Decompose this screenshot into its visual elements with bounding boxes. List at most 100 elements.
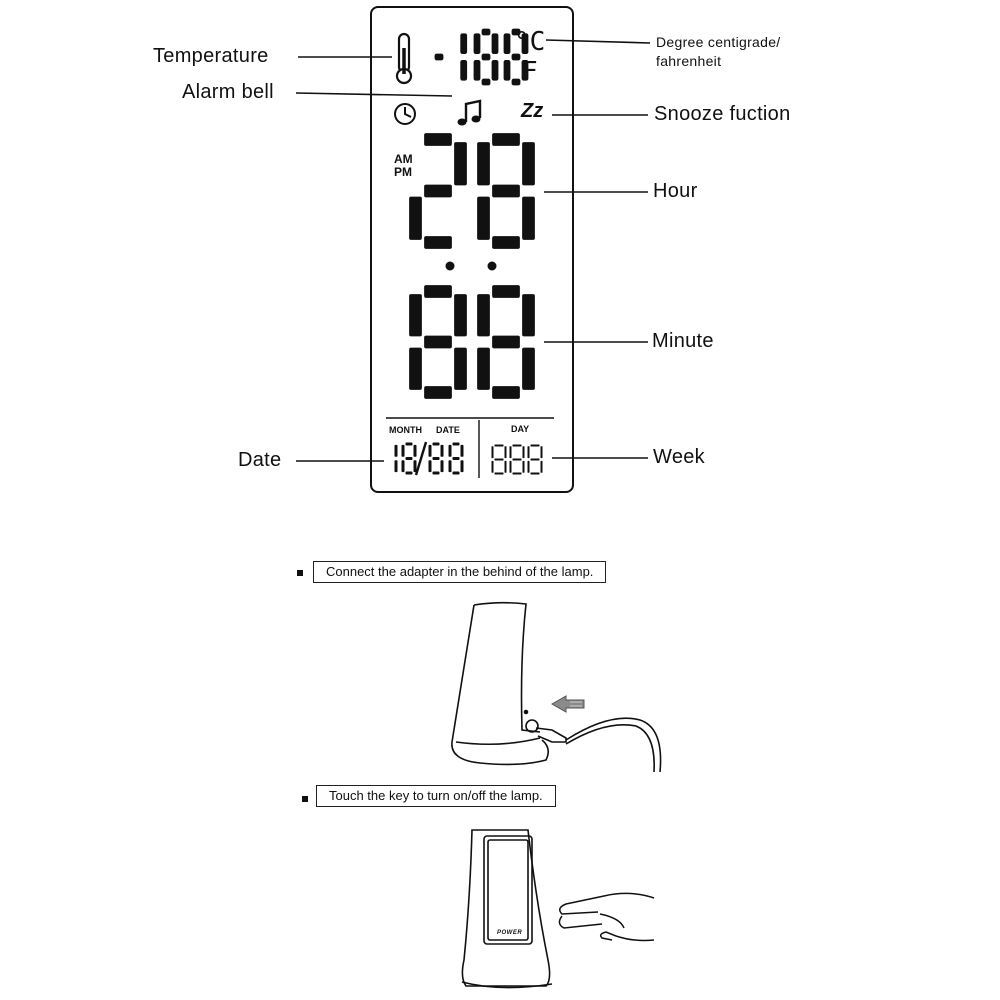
segment-d: [511, 471, 523, 476]
segment-b: [503, 445, 508, 460]
date-label: DATE: [436, 425, 460, 435]
arrow-left-icon: [550, 695, 585, 713]
segment-f: [474, 291, 493, 339]
segment-f: [400, 443, 406, 458]
segment-d: [421, 233, 455, 252]
segment-b: [539, 445, 544, 460]
segment-g: [529, 457, 541, 462]
hour-digits: [406, 130, 538, 252]
segment-e: [406, 194, 425, 243]
segment-e: [400, 459, 406, 474]
leader-degree: [545, 39, 651, 44]
segment-c: [459, 58, 469, 82]
segment-c: [521, 459, 526, 474]
callout-minute: Minute: [652, 330, 714, 352]
lcd-display-frame: [370, 6, 574, 493]
segment-b: [393, 443, 399, 458]
callout-hour: Hour: [653, 180, 698, 202]
segment-e: [502, 58, 512, 82]
segment-b: [451, 139, 470, 188]
segment-g: [510, 52, 522, 62]
segment-e: [447, 459, 453, 474]
segment-f: [427, 443, 433, 458]
segment-e: [406, 345, 425, 393]
leader-alarm-bell: [295, 92, 453, 97]
unit-celsius: °C: [514, 27, 546, 57]
segment-d: [529, 471, 541, 476]
callout-date: Date: [238, 449, 282, 471]
segment-d: [510, 77, 522, 87]
segment-g: [421, 333, 455, 351]
segment-c: [459, 459, 465, 474]
segment-f: [490, 445, 495, 460]
lamp-touch-illustration: [461, 829, 553, 989]
callout-degree: Degree centigrade/ fahrenheit: [656, 33, 780, 71]
segment-d: [421, 383, 455, 402]
segment-g: [511, 457, 523, 462]
segment-f: [447, 443, 453, 458]
week-digits: [490, 443, 544, 476]
segment-b: [439, 443, 445, 458]
segment-a: [510, 27, 522, 37]
segment-e: [526, 459, 531, 474]
segment-f: [472, 32, 482, 56]
temperature-reading-digits: [433, 27, 530, 87]
segment-d: [493, 471, 505, 476]
segment-b: [519, 291, 538, 339]
thermometer-icon: [395, 32, 413, 85]
segment-f: [508, 445, 513, 460]
segment-d: [431, 470, 441, 476]
step-bullet-2: [302, 796, 308, 802]
segment-c: [412, 459, 418, 474]
step-connect-adapter: Connect the adapter in the behind of the…: [313, 561, 607, 583]
segment-e: [427, 459, 433, 474]
segment-f: [406, 291, 425, 339]
segment-b: [459, 32, 469, 56]
date-digits: [393, 441, 465, 476]
segment-b: [520, 32, 530, 56]
segment-b: [521, 445, 526, 460]
segment-g: [451, 456, 461, 461]
segment-a: [489, 130, 523, 149]
pm-indicator: PM: [394, 165, 412, 179]
segment-b: [412, 443, 418, 458]
segment-c: [519, 194, 538, 243]
segment-c: [520, 58, 530, 82]
callout-degree-line2: fahrenheit: [656, 53, 722, 69]
segment-a: [489, 282, 523, 301]
power-key-label: POWER: [497, 930, 523, 936]
segment-c: [503, 459, 508, 474]
segment-c: [451, 345, 470, 393]
segment-d: [451, 470, 461, 476]
segment-e: [490, 459, 495, 474]
segment-g: [421, 182, 455, 200]
am-indicator: AM: [394, 152, 413, 166]
segment-g: [433, 52, 445, 62]
callout-snooze: Snooze fuction: [654, 103, 791, 125]
segment-b: [490, 32, 500, 56]
segment-a: [480, 27, 492, 37]
segment-c: [539, 459, 544, 474]
lamp-adapter-illustration: [451, 601, 662, 773]
callout-degree-line1: Degree centigrade/: [656, 34, 781, 50]
segment-d: [489, 233, 523, 252]
segment-e: [474, 345, 493, 393]
snooze-symbol: Zz: [521, 100, 544, 122]
segment-c: [439, 459, 445, 474]
segment-g: [431, 456, 441, 461]
segment-g: [480, 52, 492, 62]
segment-a: [493, 443, 505, 448]
segment-a: [431, 441, 441, 447]
segment-d: [480, 77, 492, 87]
segment-a: [529, 443, 541, 448]
minute-digits: [406, 282, 538, 402]
segment-g: [489, 333, 523, 351]
callout-week: Week: [653, 446, 705, 468]
segment-g: [404, 456, 414, 461]
segment-f: [502, 32, 512, 56]
day-label: DAY: [511, 424, 530, 434]
callout-temperature: Temperature: [153, 45, 269, 67]
segment-e: [508, 459, 513, 474]
month-label: MONTH: [389, 425, 422, 435]
